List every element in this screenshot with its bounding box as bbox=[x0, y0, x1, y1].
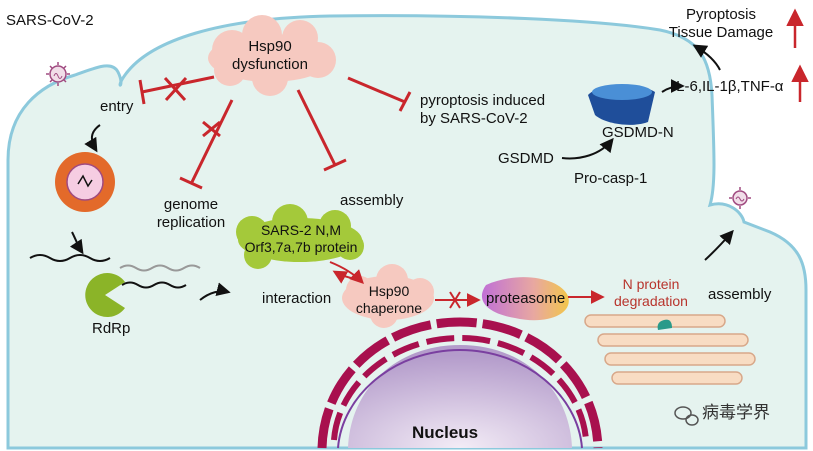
wechat-logo-icon bbox=[674, 406, 699, 426]
gsdmd-n-label: GSDMD-N bbox=[602, 124, 674, 141]
interaction-label: interaction bbox=[262, 290, 332, 307]
pyroptosis-tissue-label: Pyroptosis Tissue Damage bbox=[668, 6, 774, 41]
nucleus-icon bbox=[317, 317, 603, 449]
hsp90-chaperone-cloud bbox=[342, 264, 434, 328]
hsp90-dysfunction-label: Hsp90 dysfunction bbox=[232, 38, 308, 73]
watermark-label: 病毒学界 bbox=[702, 403, 770, 423]
gsdmd-pore-icon bbox=[588, 84, 655, 125]
pro-casp1-label: Pro-casp-1 bbox=[574, 170, 648, 187]
pyroptosis-induced-label: pyroptosis induced by SARS-CoV-2 bbox=[420, 92, 546, 127]
virion-icon bbox=[46, 62, 70, 86]
virion-icon bbox=[729, 187, 751, 209]
hsp90-chaperone-label: Hsp90 chaperone bbox=[355, 283, 423, 316]
golgi-icon bbox=[584, 314, 756, 385]
cytokines-label: IL-6,IL-1β,TNF-α bbox=[672, 78, 784, 95]
sars2-proteins-blob bbox=[236, 204, 364, 269]
n-protein-degradation-label: N protein degradation bbox=[614, 276, 688, 309]
proteasome-label: proteasome bbox=[486, 290, 566, 307]
endosome-icon bbox=[55, 152, 115, 212]
proteasome-blob bbox=[481, 277, 569, 321]
inhibition-lines bbox=[138, 75, 412, 190]
nucleus-label: Nucleus bbox=[412, 423, 479, 442]
entry-label: entry bbox=[100, 98, 134, 115]
rdrp-label: RdRp bbox=[92, 320, 131, 337]
gsdmd-label: GSDMD bbox=[498, 150, 554, 167]
genome-replication-label: genome replication bbox=[156, 196, 226, 231]
virus-label: SARS-CoV-2 bbox=[6, 12, 94, 29]
assembly-right-label: assembly bbox=[708, 286, 772, 303]
rdrp-pacman-icon bbox=[85, 273, 125, 317]
hsp90-dysfunction-cloud bbox=[208, 15, 336, 96]
sars2-proteins-label: SARS-2 N,M Orf3,7a,7b protein bbox=[244, 222, 358, 255]
assembly-top-label: assembly bbox=[340, 192, 404, 209]
